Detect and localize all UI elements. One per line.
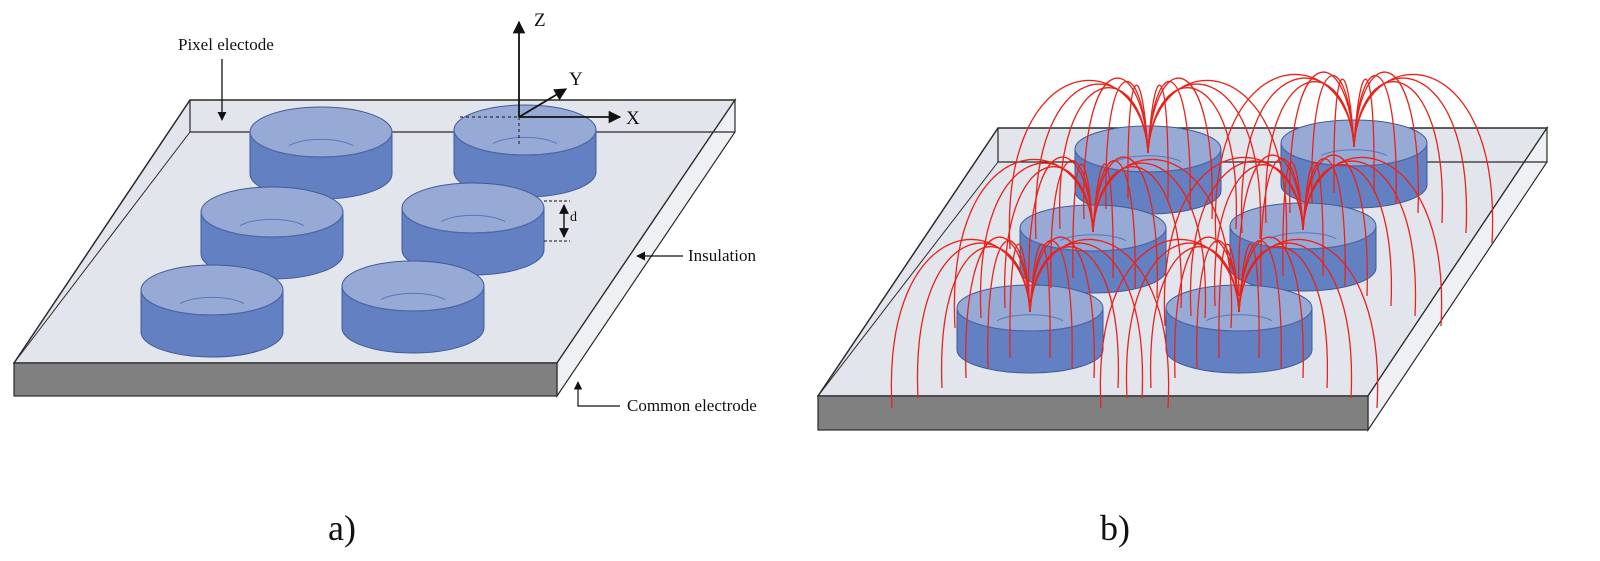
- field-line: [1028, 156, 1094, 299]
- field-line: [890, 238, 1031, 409]
- common-electrode-front: [13, 362, 558, 397]
- field-line: [1147, 79, 1288, 250]
- cylinder-front-rim: [200, 211, 344, 238]
- field-line: [1238, 236, 1304, 379]
- cylinder-inner-rim: [1269, 232, 1337, 240]
- field-line: [1029, 238, 1170, 409]
- y-axis: [518, 88, 568, 118]
- gap-label-d: d: [570, 210, 577, 225]
- insulation-label: Insulation: [688, 246, 756, 265]
- field-line: [953, 158, 1094, 329]
- field-line: [1163, 156, 1304, 327]
- y-axis-label: Y: [569, 69, 583, 90]
- field-line: [1353, 71, 1419, 214]
- cylinder-inner-rim: [179, 296, 245, 305]
- cylinder-inner-rim: [380, 292, 446, 301]
- pixel-electrode-1: [249, 106, 393, 200]
- panel-b: b): [816, 71, 1549, 548]
- insulation-back-edge-b: [817, 161, 999, 397]
- field-line: [1083, 77, 1149, 220]
- cylinder-front-rim: [1280, 142, 1428, 167]
- gap-dimension: d: [544, 200, 577, 242]
- electric-field-lines: [890, 71, 1494, 409]
- cylinder-front-rim: [341, 285, 485, 312]
- field-line: [965, 236, 1031, 379]
- z-axis-label: Z: [534, 10, 546, 31]
- pixel-electrode-array-a: [140, 104, 597, 358]
- pixel-electrode-3: [200, 186, 344, 280]
- cylinder-inner-rim: [288, 138, 354, 147]
- coordinate-axes: Z Y X: [460, 10, 640, 145]
- cylinder-inner-rim: [1205, 314, 1273, 322]
- pixel-electrode-5: [140, 264, 284, 358]
- cylinder-inner-rim: [239, 218, 305, 227]
- cylinder-front-rim: [1019, 227, 1167, 252]
- field-line: [1238, 154, 1304, 297]
- common-electrode-front-b: [817, 395, 1369, 431]
- field-line: [1147, 77, 1213, 220]
- cylinder-front-rim: [956, 307, 1104, 332]
- x-axis-label: X: [626, 108, 640, 129]
- panel-a-caption: a): [328, 508, 356, 548]
- field-line: [1092, 156, 1158, 299]
- cylinder-front-rim: [1165, 307, 1313, 332]
- field-line: [1029, 236, 1095, 379]
- field-line: [1008, 79, 1149, 250]
- field-line: [1289, 71, 1355, 214]
- field-line: [1214, 73, 1355, 244]
- pixel-electrode-label: Pixel electode: [178, 35, 274, 54]
- pixel-electrode-b-6: [1165, 284, 1313, 374]
- cylinder-inner-rim: [440, 214, 506, 223]
- cylinder-front-rim: [453, 129, 597, 156]
- field-line: [1302, 156, 1443, 327]
- field-line: [1174, 236, 1240, 379]
- pixel-electrode-4: [401, 182, 545, 276]
- pixel-electrode-b-2: [1280, 119, 1428, 209]
- pixel-electrode-6: [341, 260, 485, 354]
- field-line: [1302, 154, 1368, 297]
- pixel-electrode-b-5: [956, 284, 1104, 374]
- cylinder-front-rim: [140, 289, 284, 316]
- cylinder-front-rim: [401, 207, 545, 234]
- cylinder-front-rim: [249, 131, 393, 158]
- common-electrode-label: Common electrode: [627, 396, 757, 415]
- field-line: [1099, 238, 1240, 409]
- panel-a: Z Y X d Pixel electode Insulation Common…: [12, 10, 757, 548]
- cylinder-front-rim: [1229, 225, 1377, 250]
- insulation-back-edge: [13, 131, 191, 364]
- field-line: [1353, 73, 1494, 244]
- cylinder-inner-rim: [1114, 155, 1182, 163]
- cylinder-inner-rim: [492, 136, 558, 145]
- panel-b-caption: b): [1100, 508, 1130, 548]
- cylinder-inner-rim: [1320, 149, 1388, 157]
- field-line: [1238, 238, 1379, 409]
- cylinder-inner-rim: [996, 314, 1064, 322]
- common-electrode-arrow: [573, 381, 620, 407]
